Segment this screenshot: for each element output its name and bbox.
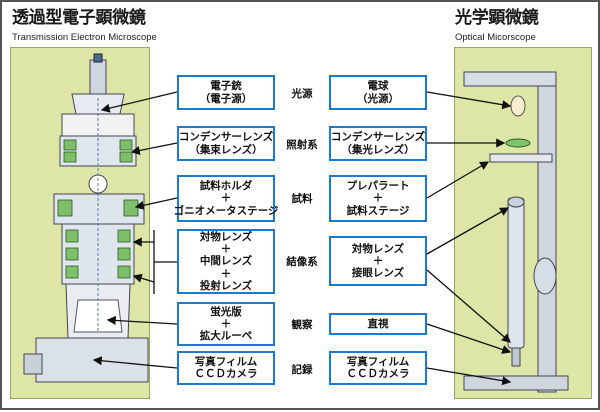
arrow-om-stage <box>426 161 490 199</box>
tem-box-illumination: コンデンサーレンズ（集束レンズ） <box>177 126 275 161</box>
arrow-tem-imaging-2 <box>132 273 155 283</box>
om-box-specimen: プレパラート＋試料ステージ <box>329 175 427 222</box>
arrow-om-objective <box>426 207 510 255</box>
om-box-imaging: 対物レンズ＋接眼レンズ <box>329 236 427 286</box>
om-subtitle: Optical Micorscope <box>455 32 536 43</box>
category-observation: 観察 <box>291 319 313 331</box>
tem-box-observation: 蛍光版＋拡大ルーペ <box>177 302 275 346</box>
arrow-tem-condenser <box>130 142 178 155</box>
tem-box-specimen: 試料ホルダ＋ゴニオメータステージ <box>174 175 278 222</box>
arrow-tem-screen <box>106 315 178 325</box>
category-recording: 記録 <box>291 364 313 376</box>
tem-lens-coils <box>57 139 139 279</box>
tem-subtitle: Transmission Electron Microscope <box>12 32 157 43</box>
arrow-tem-gun <box>100 91 178 113</box>
arrow-om-direct <box>426 323 512 354</box>
tem-title: 透過型電子顕微鏡 <box>12 8 146 28</box>
category-light-source: 光源 <box>291 88 313 100</box>
arrow-om-bulb <box>426 91 512 110</box>
tem-box-light-source: 電子銃（電子源） <box>177 75 275 110</box>
om-box-light-source: 電球（光源） <box>329 75 427 110</box>
om-microscope-icon <box>463 71 569 393</box>
om-box-illumination: コンデンサーレンズ（集光レンズ） <box>329 126 427 161</box>
category-specimen: 試料 <box>291 193 313 205</box>
category-imaging: 結像系 <box>286 256 318 268</box>
bracket-tem-imaging <box>153 230 177 294</box>
arrow-tem-camera <box>92 356 178 369</box>
arrow-om-eyepiece <box>426 269 511 343</box>
arrow-tem-specimen <box>134 197 178 210</box>
arrow-om-camera <box>426 367 512 386</box>
om-title: 光学顕微鏡 <box>455 8 539 28</box>
tem-box-imaging: 対物レンズ＋中間レンズ＋投射レンズ <box>177 229 275 294</box>
om-box-observation: 直視 <box>329 313 427 335</box>
category-illumination: 照射系 <box>286 139 318 151</box>
